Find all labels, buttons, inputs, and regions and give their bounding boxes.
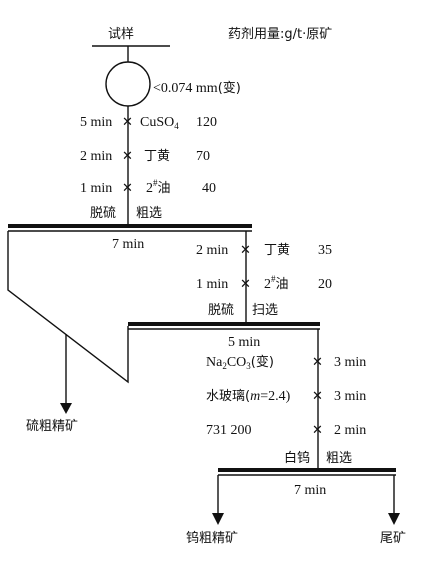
svg-text:1 min: 1 min xyxy=(80,181,112,196)
svg-text:✕: ✕ xyxy=(312,389,323,404)
rougher-reagent-2: 2 min ✕ 丁黄 70 xyxy=(80,149,210,164)
svg-text:2#油: 2#油 xyxy=(146,178,171,196)
rougher-time: 7 min xyxy=(112,237,144,252)
svg-text:CuSO4: CuSO4 xyxy=(140,115,179,131)
scavenger-label-b: 扫选 xyxy=(252,303,278,318)
svg-text:✕: ✕ xyxy=(122,149,133,164)
svg-text:丁黄: 丁黄 xyxy=(144,149,170,164)
tungsten-reagent-2: 水玻璃(m=2.4) ✕ 3 min xyxy=(206,389,366,404)
rougher-reagent-3: 1 min ✕ 2#油 40 xyxy=(80,178,216,196)
svg-text:3 min: 3 min xyxy=(334,355,366,370)
tungsten-label-b: 粗选 xyxy=(326,451,352,466)
sulfide-concentrate-arrow xyxy=(60,403,72,414)
svg-text:35: 35 xyxy=(318,243,332,258)
svg-text:40: 40 xyxy=(202,181,216,196)
svg-text:2 min: 2 min xyxy=(196,243,228,258)
tungsten-concentrate-arrow xyxy=(212,513,224,525)
svg-text:2 min: 2 min xyxy=(334,423,366,438)
tungsten-label-a: 白钨 xyxy=(284,450,310,466)
grinding-circle xyxy=(105,61,151,107)
svg-text:✕: ✕ xyxy=(312,423,323,438)
svg-text:✕: ✕ xyxy=(240,277,251,292)
rougher-reagent-1: 5 min ✕ CuSO4 120 xyxy=(80,115,217,131)
scavenger-time: 5 min xyxy=(228,335,260,350)
svg-text:120: 120 xyxy=(196,115,217,130)
svg-text:2 min: 2 min xyxy=(80,149,112,164)
svg-text:Na2CO3(变): Na2CO3(变) xyxy=(206,354,274,371)
scavenger-reagent-1: 2 min ✕ 丁黄 35 xyxy=(196,243,332,258)
tailings-label: 尾矿 xyxy=(380,531,406,546)
svg-text:✕: ✕ xyxy=(122,181,133,196)
svg-text:3 min: 3 min xyxy=(334,389,366,404)
svg-text:1 min: 1 min xyxy=(196,277,228,292)
reagent-dosage-note: 药剂用量:g/t·原矿 xyxy=(228,27,332,42)
tungsten-concentrate-label: 钨粗精矿 xyxy=(186,530,238,546)
scavenger-bar xyxy=(128,322,320,326)
tungsten-time: 7 min xyxy=(294,483,326,498)
rougher-bar xyxy=(8,224,252,228)
tungsten-bar xyxy=(218,468,396,472)
svg-text:✕: ✕ xyxy=(122,115,133,130)
svg-text:5 min: 5 min xyxy=(80,115,112,130)
rougher-label-a: 脱硫 xyxy=(90,206,116,221)
svg-text:20: 20 xyxy=(318,277,332,292)
rougher-label-b: 粗选 xyxy=(136,206,162,221)
tungsten-reagent-3: 731 200 ✕ 2 min xyxy=(206,423,366,438)
grinding-size-label: <0.074 mm(变) xyxy=(153,80,241,96)
tailings-arrow xyxy=(388,513,400,525)
scavenger-reagent-2: 1 min ✕ 2#油 20 xyxy=(196,274,332,292)
scavenger-label-a: 脱硫 xyxy=(208,303,234,318)
svg-text:水玻璃(m=2.4): 水玻璃(m=2.4) xyxy=(206,389,291,404)
svg-text:✕: ✕ xyxy=(312,355,323,370)
svg-text:2#油: 2#油 xyxy=(264,274,289,292)
tungsten-reagent-1: Na2CO3(变) ✕ 3 min xyxy=(206,354,366,371)
svg-text:70: 70 xyxy=(196,149,210,164)
sulfide-concentrate-label: 硫粗精矿 xyxy=(26,419,78,434)
svg-text:731 200: 731 200 xyxy=(206,423,252,438)
svg-text:丁黄: 丁黄 xyxy=(264,243,290,258)
rougher-cell-outline xyxy=(7,231,129,384)
sample-label: 试样 xyxy=(108,27,134,42)
svg-text:✕: ✕ xyxy=(240,243,251,258)
